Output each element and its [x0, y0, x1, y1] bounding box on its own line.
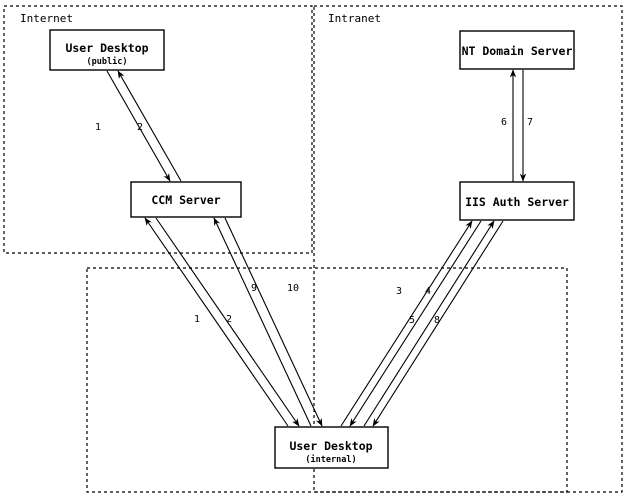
- edge-step-1-internal-to-ccm: [144, 217, 289, 427]
- node-iis-auth-server-box[interactable]: [459, 181, 575, 221]
- flow-label-step-2-internal: 2: [226, 314, 232, 325]
- edge-step-3-internal-to-iis: [340, 220, 473, 427]
- node-nt-domain-server[interactable]: NT Domain Server: [459, 30, 575, 70]
- zone-internet-label: Internet: [20, 12, 73, 25]
- node-user-desktop-internal-subtitle: (internal): [305, 454, 356, 465]
- flow-label-step-3: 3: [396, 286, 402, 297]
- node-nt-domain-server-box[interactable]: [459, 30, 575, 70]
- zone-internet-border: [3, 5, 313, 254]
- flow-label-step-6: 6: [501, 117, 507, 128]
- edge-group-iis-nt: [509, 69, 527, 182]
- node-user-desktop-public[interactable]: User Desktop (public): [49, 29, 165, 71]
- edge-step-8-iis-to-internal: [372, 220, 504, 427]
- edge-group-public-ccm: [106, 70, 182, 182]
- node-user-desktop-internal-box[interactable]: [274, 426, 389, 469]
- edge-step-2-ccm-to-internal: [155, 217, 300, 427]
- node-ccm-server-box[interactable]: [130, 181, 242, 218]
- edge-step-5-internal-to-iis: [363, 220, 495, 427]
- flow-label-step-10: 10: [287, 283, 299, 294]
- zone-internal-lan-border: [86, 267, 568, 493]
- edge-group-internal-ccm-12: [144, 217, 300, 427]
- node-iis-auth-server-title: IIS Auth Server: [465, 195, 569, 209]
- node-ccm-server-title: CCM Server: [151, 193, 220, 207]
- edge-step-4-iis-to-internal: [349, 220, 482, 427]
- node-nt-domain-server-title: NT Domain Server: [462, 44, 573, 58]
- edge-step-1-public-to-ccm: [106, 70, 171, 182]
- flow-label-step-5: 5: [409, 315, 415, 326]
- flow-label-step-1-public: 1: [95, 122, 101, 133]
- flow-label-step-4: 4: [425, 286, 431, 297]
- flow-label-step-2-public: 2: [137, 122, 143, 133]
- zone-internet: Internet: [3, 5, 313, 254]
- node-ccm-server[interactable]: CCM Server: [130, 181, 242, 218]
- edge-group-internal-iis-34: [340, 220, 482, 427]
- node-user-desktop-public-subtitle: (public): [87, 56, 128, 67]
- edge-step-9-internal-to-ccm: [213, 217, 312, 427]
- edge-group-internal-ccm-910: [213, 217, 323, 427]
- zone-intranet: Intranet: [313, 5, 623, 493]
- edge-step-10-ccm-to-internal: [224, 217, 323, 427]
- flow-label-step-7: 7: [527, 117, 533, 128]
- zone-intranet-label: Intranet: [328, 12, 381, 25]
- flow-step-labels: 1 2 1 2 3 4 5 6 7 8 9 10: [95, 117, 533, 326]
- node-user-desktop-internal[interactable]: User Desktop (internal): [274, 426, 389, 469]
- edge-group-internal-iis-58: [363, 220, 504, 427]
- node-user-desktop-internal-title: User Desktop: [289, 439, 372, 453]
- flow-label-step-8: 8: [434, 315, 440, 326]
- flow-label-step-9: 9: [251, 283, 257, 294]
- flow-label-step-1-internal: 1: [194, 314, 200, 325]
- zone-internal-lan: [86, 267, 568, 493]
- node-user-desktop-public-box[interactable]: [49, 29, 165, 71]
- edge-step-2-ccm-to-public: [117, 70, 182, 182]
- node-user-desktop-public-title: User Desktop: [65, 41, 148, 55]
- zone-intranet-border: [313, 5, 623, 493]
- node-iis-auth-server[interactable]: IIS Auth Server: [459, 181, 575, 221]
